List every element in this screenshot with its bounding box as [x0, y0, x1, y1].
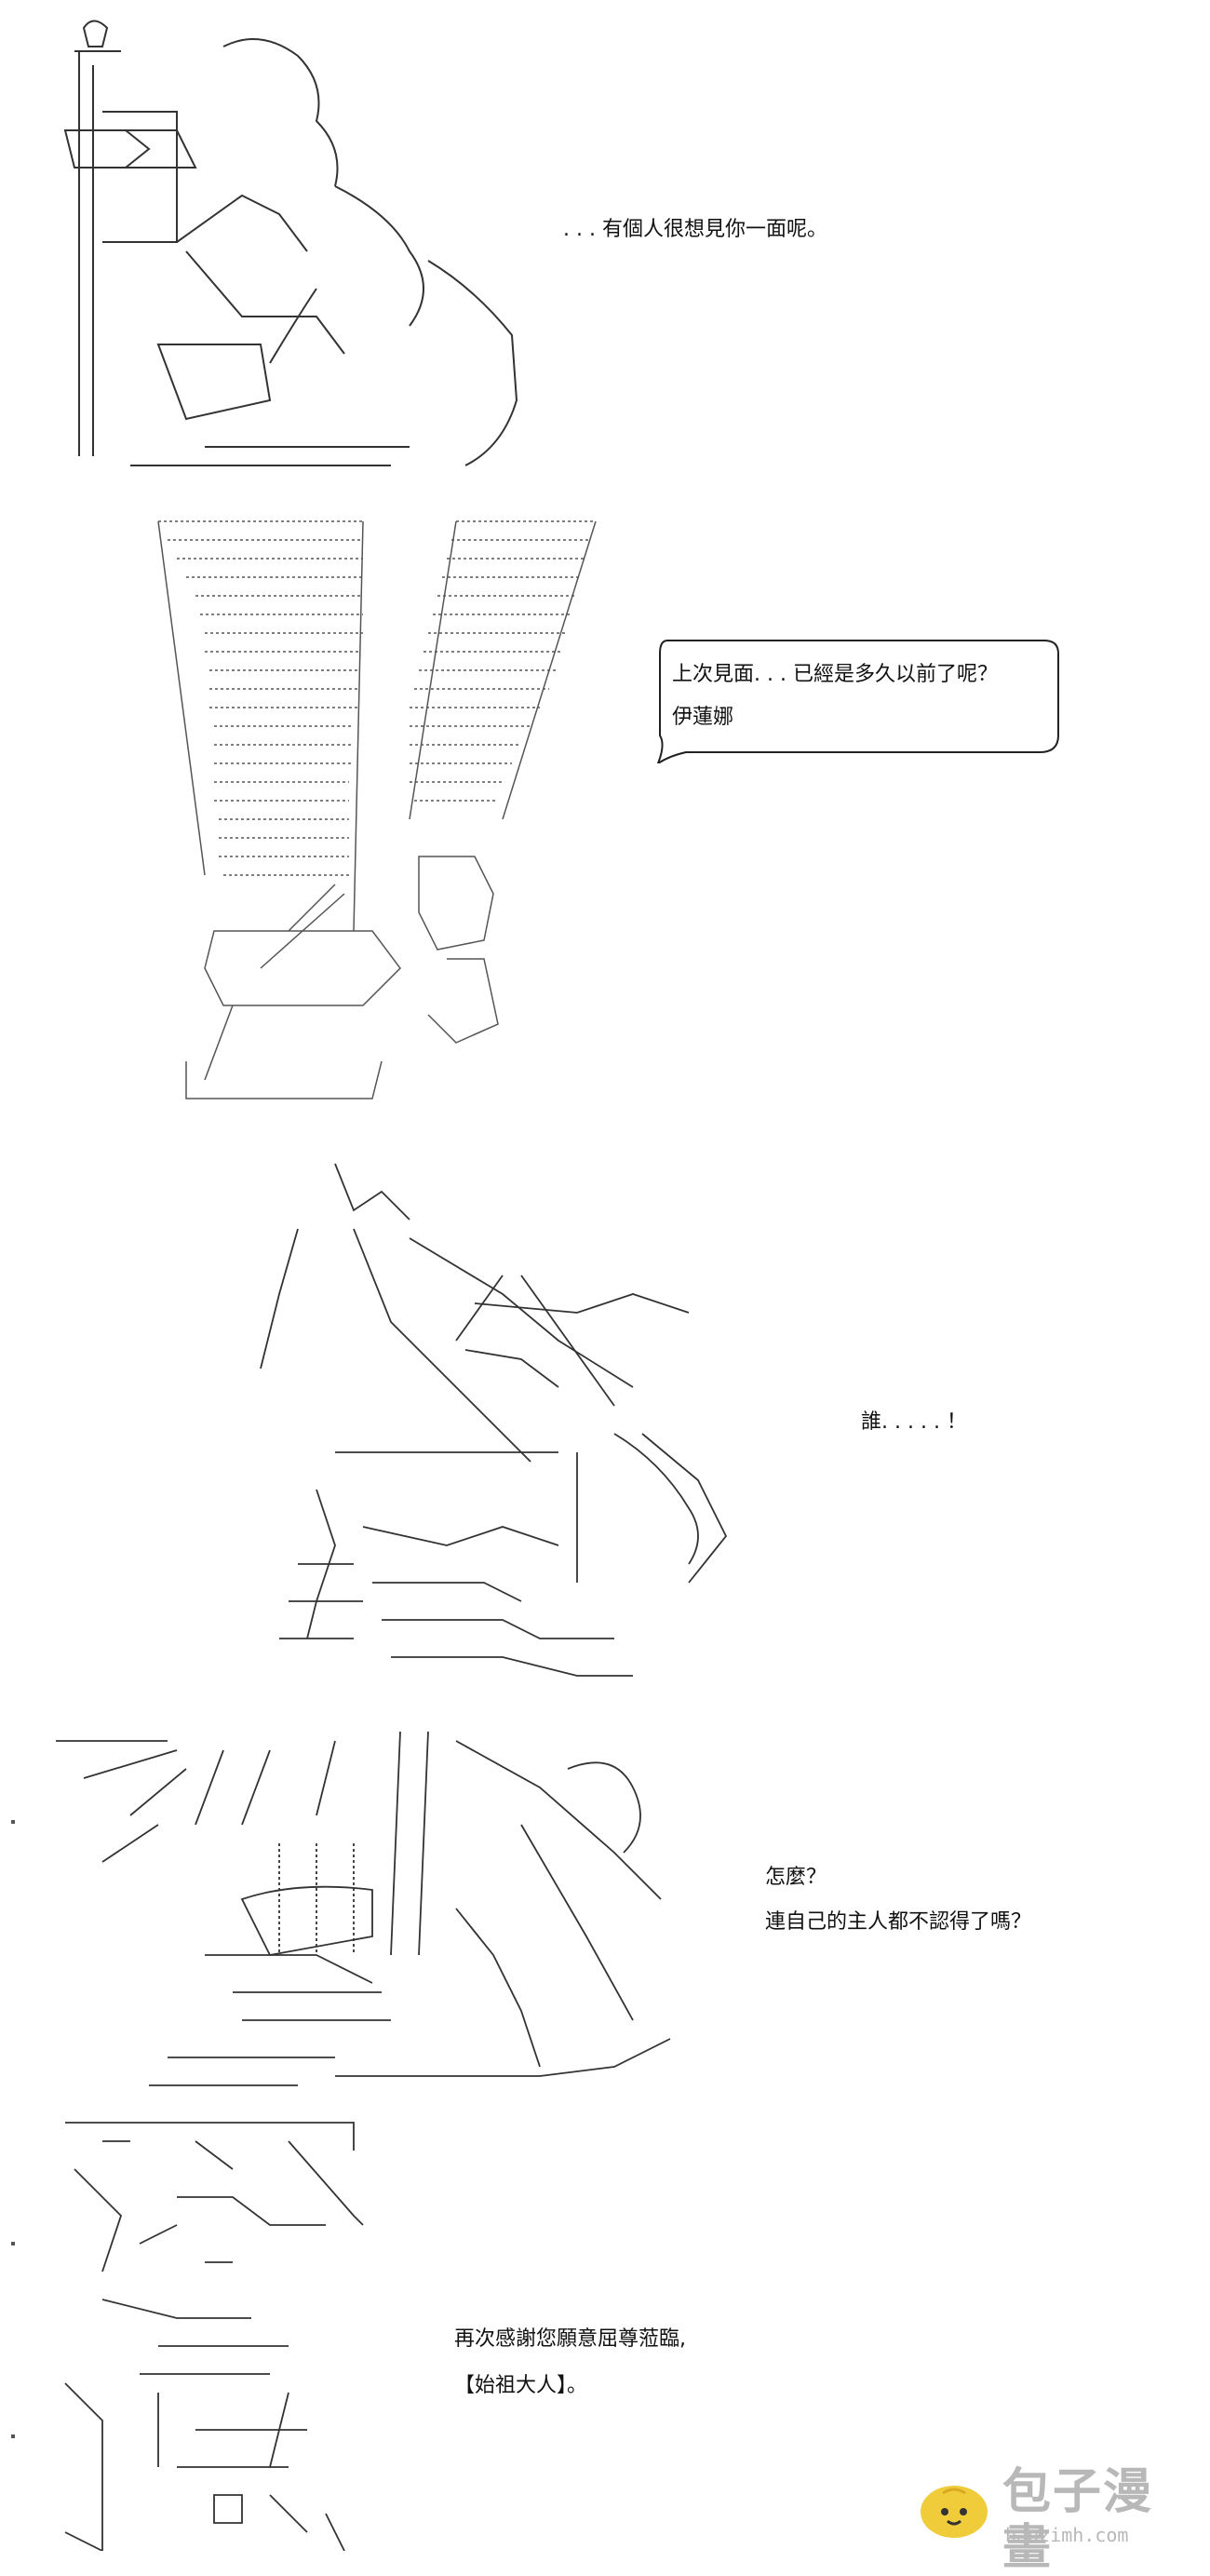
site-watermark: 包子漫畫 baozimh.com [917, 2462, 1196, 2576]
bubble-line-2: 伊蓮娜 [672, 706, 734, 729]
panel-2: 上次見面. . . 已經是多久以前了呢？ 伊蓮娜 [0, 484, 1210, 1154]
bubble-line-1: 上次見面. . . 已經是多久以前了呢？ [672, 663, 998, 686]
watermark-url: baozimh.com [1005, 2524, 1129, 2546]
dialogue-line-2: 【始祖大人】。 [454, 2374, 588, 2397]
speech-bubble: 上次見面. . . 已經是多久以前了呢？ 伊蓮娜 [649, 633, 1063, 763]
panel-5: 再次感謝您願意屈尊蒞臨, 【始祖大人】。 [0, 2113, 1210, 2569]
stray-mark [11, 2242, 15, 2246]
watermark-name: 包子漫畫 [1002, 2464, 1154, 2576]
bun-mascot-icon [917, 2467, 991, 2542]
ascii-art-figure-with-staff [37, 9, 540, 475]
stray-mark [11, 1820, 15, 1824]
stray-mark [11, 2434, 15, 2438]
dialogue-line-1: 再次感謝您願意屈尊蒞臨, [454, 2327, 686, 2351]
dialogue-line-1: 怎麼？ [765, 1866, 827, 1889]
panel-4: 怎麼？ 連自己的主人都不認得了嗎？ [0, 1713, 1210, 2113]
panel-3: 誰. . . . . ！ [0, 1154, 1210, 1713]
ascii-art-arm-and-hair [56, 1713, 707, 2104]
dialogue-line-2: 連自己的主人都不認得了嗎？ [765, 1910, 1032, 1934]
narration-line: . . . 有個人很想見你一面呢。 [563, 218, 827, 241]
ascii-art-legs [149, 503, 614, 1136]
ascii-art-hooded-figure [47, 2113, 419, 2551]
exclamation-line: 誰. . . . . ！ [861, 1410, 967, 1434]
ascii-art-robed-figure [223, 1154, 763, 1694]
panel-1: . . . 有個人很想見你一面呢。 [0, 0, 1210, 484]
